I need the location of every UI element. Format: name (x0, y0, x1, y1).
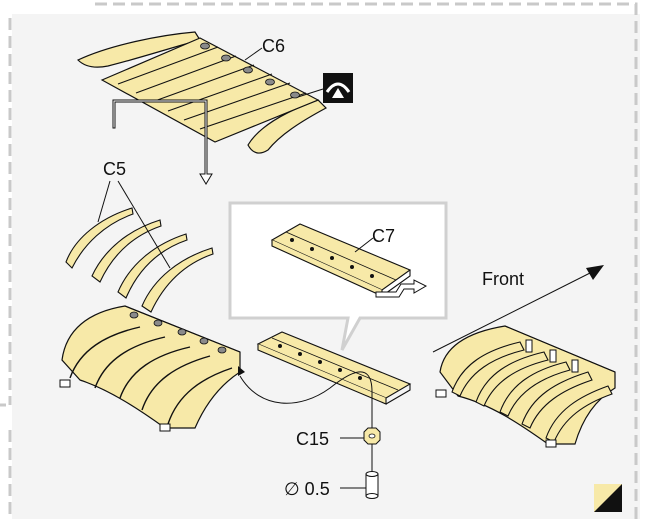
label-c5: C5 (103, 159, 126, 179)
c6-right-wing (247, 99, 327, 154)
c7-callout: C7 (228, 201, 448, 351)
dashed-frame (0, 2, 638, 519)
label-diameter: ∅ 0.5 (284, 479, 330, 499)
c6-main-plate (100, 37, 320, 143)
label-c15: C15 (296, 429, 329, 449)
label-c7: C7 (372, 226, 395, 246)
label-c6: C6 (262, 36, 285, 56)
wire (239, 371, 373, 430)
front-indicator: Front (432, 265, 604, 353)
fold-up-icon (323, 73, 353, 103)
label-front: Front (482, 269, 524, 289)
c6-left-wing (76, 31, 201, 68)
right-assembly (435, 325, 616, 448)
c6-part-sheet: C6 (76, 31, 327, 154)
left-assembly (59, 305, 245, 432)
c7-strip-assembly (239, 331, 412, 430)
c5-strips: C5 (65, 159, 214, 313)
down-arrow (112, 99, 213, 185)
material-swatch-icon (594, 484, 622, 512)
hardware: C15 ∅ 0.5 (284, 392, 381, 499)
